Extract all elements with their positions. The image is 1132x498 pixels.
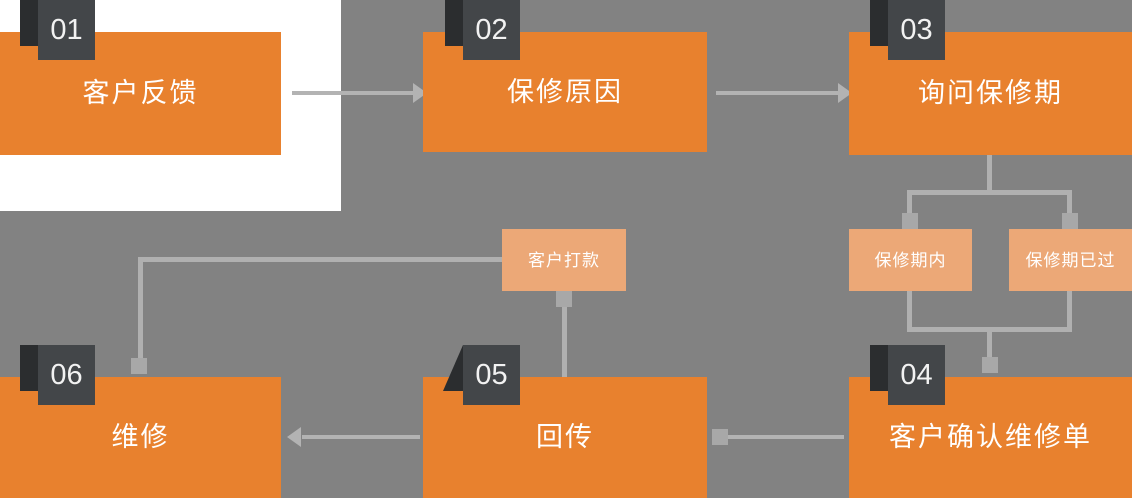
branch-box-warranty-expired-label: 保修期已过 <box>1025 250 1116 270</box>
step-badge-2-number: 02 <box>475 13 508 46</box>
step-badge-6: 06 <box>38 345 95 405</box>
connector-step4-to-step5 <box>724 435 844 439</box>
step-box-6-label: 维修 <box>111 422 170 452</box>
branch-box-within-warranty-label: 保修期内 <box>874 250 947 270</box>
branch-box-warranty-expired[interactable]: 保修期已过 <box>1009 229 1132 291</box>
badge-shadow-step6 <box>20 345 38 391</box>
branch-box-within-warranty[interactable]: 保修期内 <box>849 229 972 291</box>
step-box-2-label: 保修原因 <box>507 76 623 107</box>
step-badge-4: 04 <box>888 345 945 405</box>
arrowhead-step6-top <box>131 358 147 374</box>
arrowhead-step6 <box>287 427 301 447</box>
connector-branch-left-down <box>907 291 912 331</box>
step-badge-2: 02 <box>463 0 520 60</box>
arrowhead-step2-to-step3 <box>838 83 852 103</box>
step-box-3[interactable]: 询问保修期 <box>849 32 1132 155</box>
arrowhead-step4 <box>982 357 998 373</box>
step-badge-1: 01 <box>38 0 95 60</box>
step-badge-6-number: 06 <box>50 358 83 391</box>
step-badge-5: 05 <box>463 345 520 405</box>
step-box-4-label: 客户确认维修单 <box>889 422 1092 452</box>
note-box-customer-payment[interactable]: 客户打款 <box>502 229 626 291</box>
arrowhead-step5 <box>712 429 728 445</box>
connector-step2-to-step3 <box>716 91 840 95</box>
badge-shadow-step1 <box>20 0 38 46</box>
connector-step3-split-bar <box>907 190 1072 195</box>
connector-step5-to-step6 <box>302 435 420 439</box>
badge-shadow-step2 <box>445 0 463 46</box>
connector-merge-to-step4 <box>987 327 992 365</box>
connector-step1-to-step2 <box>292 91 416 95</box>
arrowhead-branch-right <box>1062 213 1078 229</box>
connector-branch-right-down <box>1067 291 1072 331</box>
step-badge-4-number: 04 <box>900 358 933 391</box>
badge-shadow-step3 <box>870 0 888 46</box>
connector-split-to-branch-left <box>907 190 912 214</box>
step-box-5-label: 回传 <box>536 422 594 452</box>
step-badge-1-number: 01 <box>50 13 83 46</box>
badge-shadow-step4 <box>870 345 888 391</box>
step-box-1-label: 客户反馈 <box>82 78 199 108</box>
step-box-5[interactable]: 回传 <box>423 377 707 498</box>
connector-payment-to-step6-horizontal <box>138 257 502 262</box>
arrowhead-branch-left <box>902 213 918 229</box>
step-badge-5-number: 05 <box>475 358 508 391</box>
connector-split-to-branch-right <box>1067 190 1072 214</box>
arrowhead-payment <box>556 291 572 307</box>
note-box-customer-payment-label: 客户打款 <box>528 250 600 270</box>
step-box-3-label: 询问保修期 <box>918 78 1063 108</box>
connector-payment-to-step6-vertical <box>138 257 143 362</box>
connector-step3-split-stem <box>987 155 992 195</box>
step-badge-3: 03 <box>888 0 945 60</box>
step-badge-3-number: 03 <box>900 13 933 46</box>
connector-step5-to-payment <box>562 298 567 378</box>
